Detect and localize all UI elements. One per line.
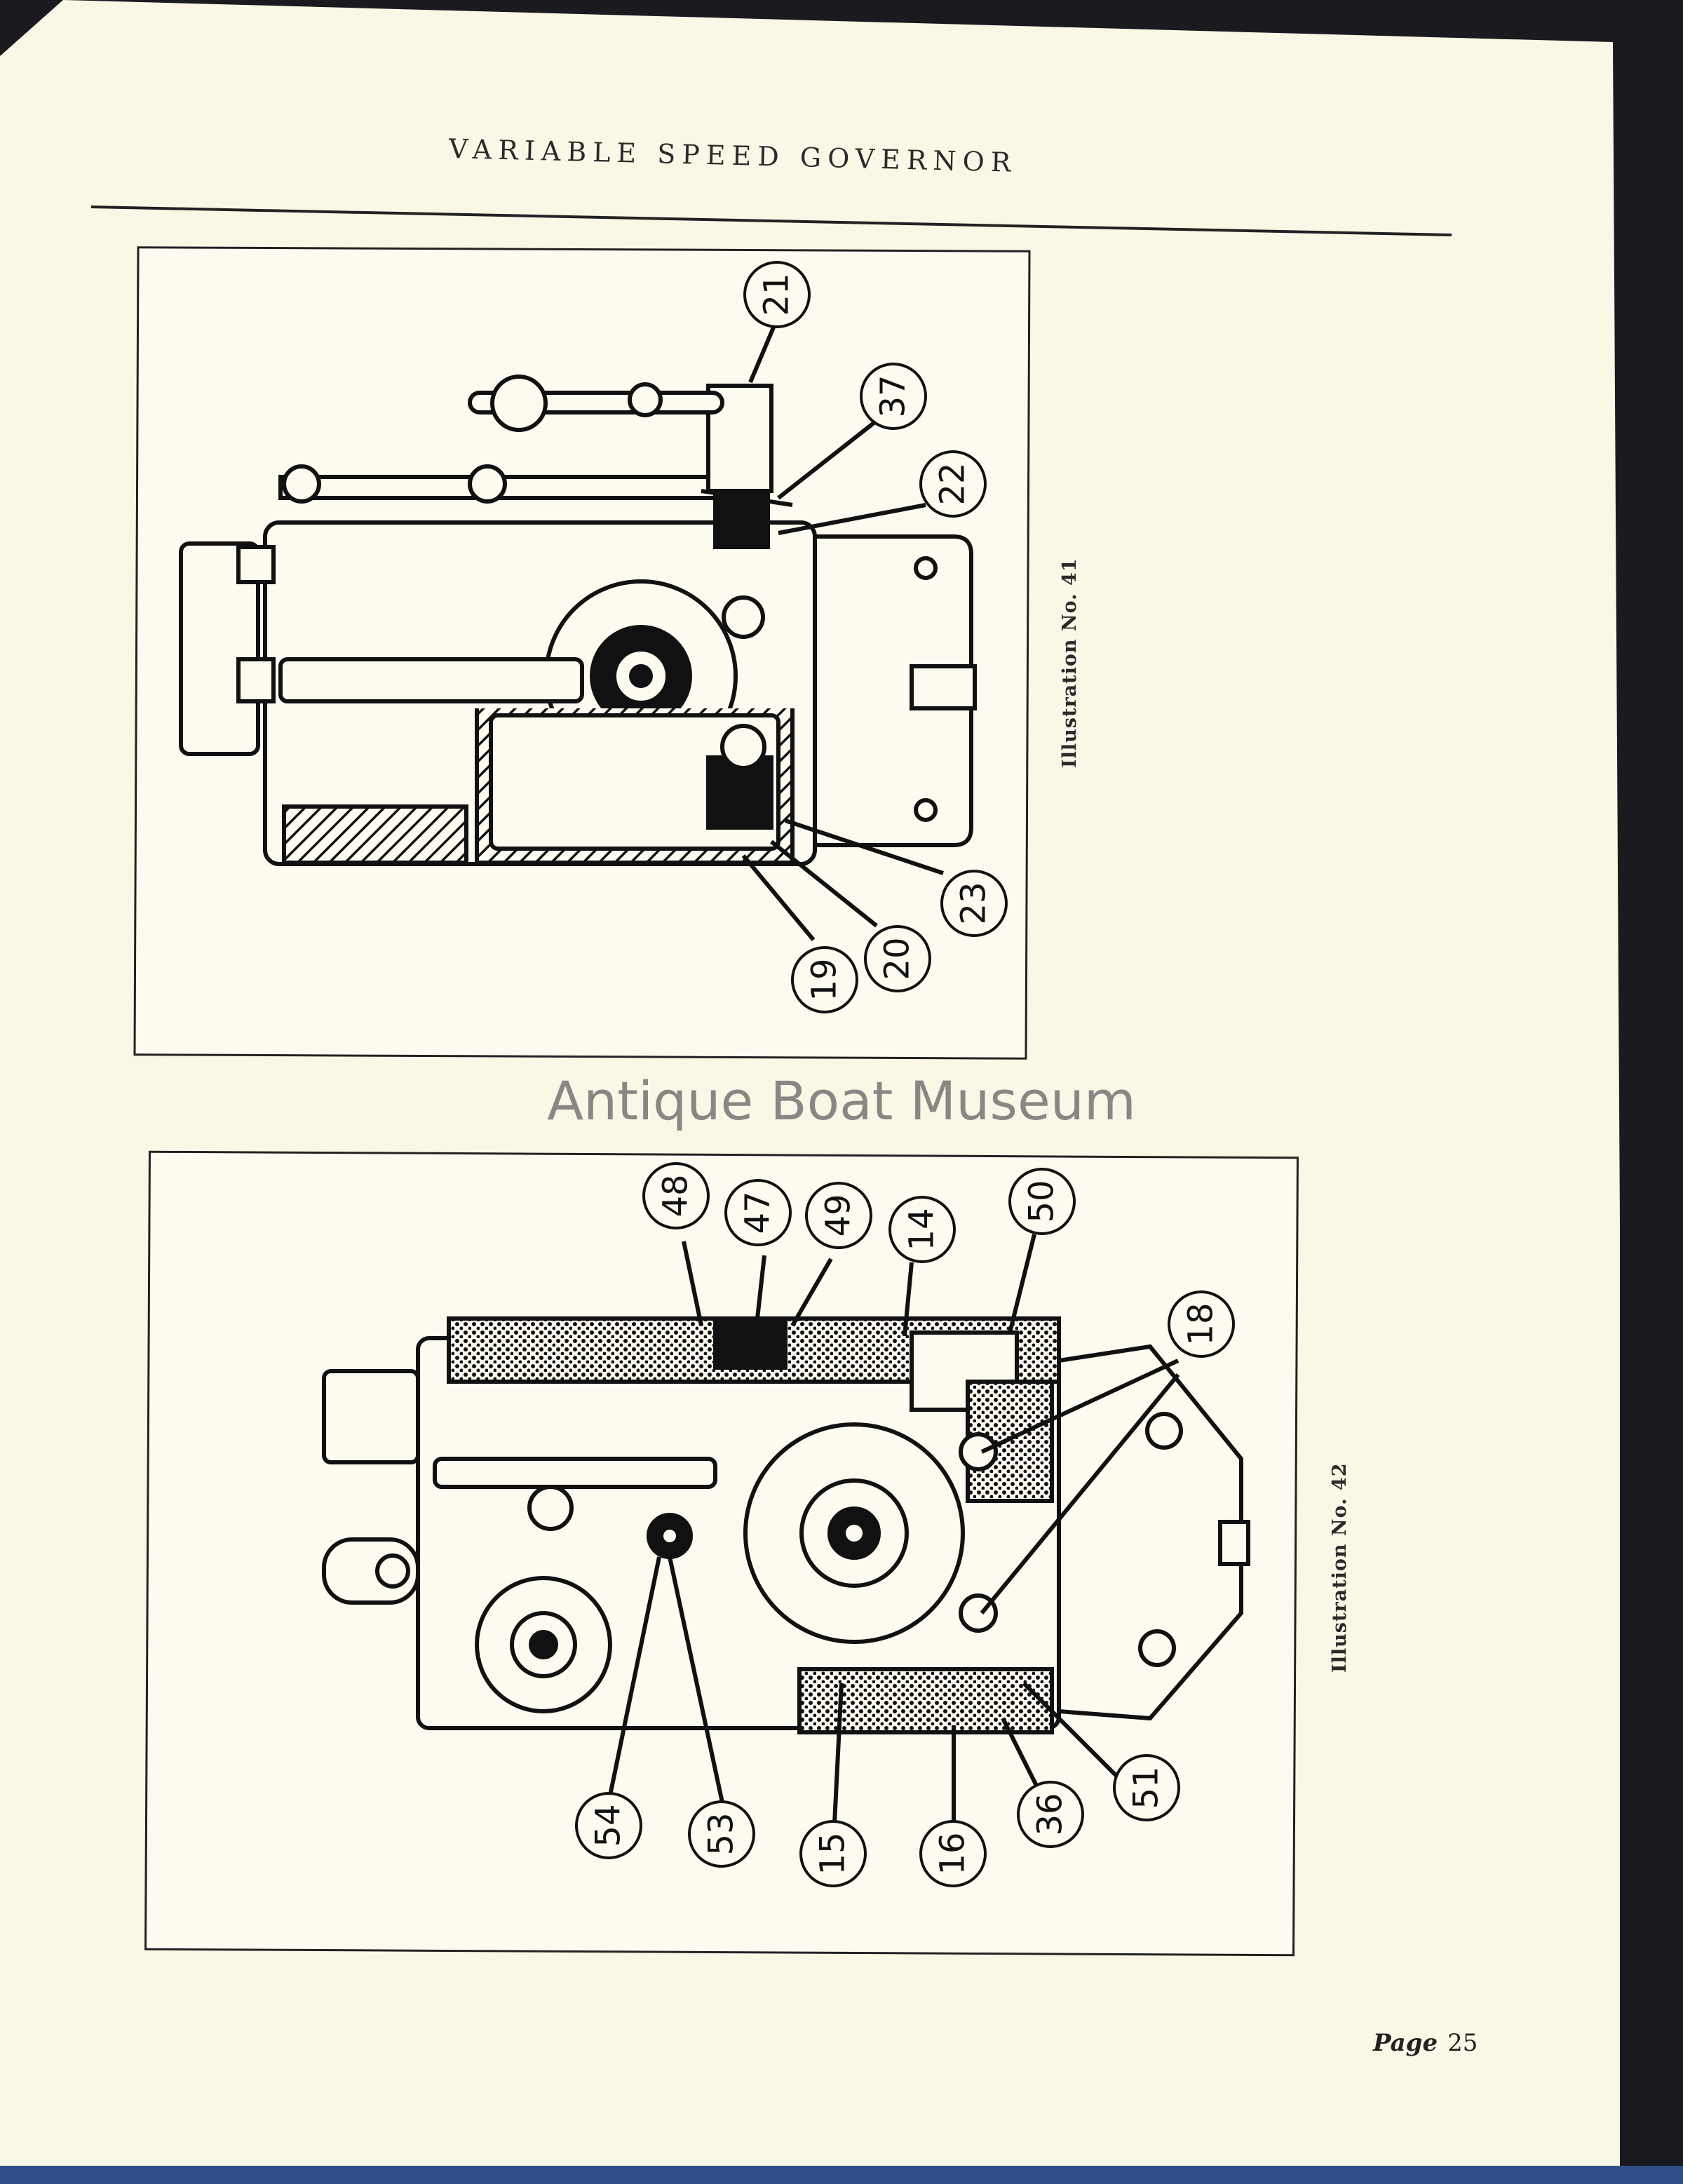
callout-label: 21 [757,273,797,316]
callout-18: 18 [1168,1290,1235,1358]
callout-15: 15 [799,1820,867,1887]
callout-47: 47 [724,1179,792,1246]
page-number: Page 25 [1373,2029,1478,2057]
callout-20: 20 [864,925,931,992]
callout-22: 22 [919,450,987,518]
callout-label: 19 [804,958,844,1002]
callout-label: 20 [877,937,917,980]
callout-label: 49 [818,1194,858,1237]
callout-label: 54 [588,1804,628,1847]
page-number-value: 25 [1447,2029,1478,2057]
governor-drawing-41 [179,318,977,941]
callout-53: 53 [688,1800,755,1868]
callout-19: 19 [791,946,858,1013]
callout-label: 37 [873,375,913,418]
callout-48: 48 [642,1162,710,1229]
callout-label: 14 [902,1208,942,1251]
callout-label: 18 [1181,1302,1221,1346]
callout-50: 50 [1008,1168,1076,1235]
callout-36: 36 [1017,1781,1084,1848]
header-rule [90,205,1452,236]
callout-51: 51 [1113,1754,1180,1821]
callout-label: 48 [656,1174,696,1218]
callout-label: 15 [813,1832,853,1875]
callout-23: 23 [940,870,1008,937]
callout-label: 23 [954,882,994,925]
callout-21: 21 [743,261,811,328]
callout-label: 47 [738,1191,778,1234]
callout-label: 50 [1022,1180,1062,1223]
callout-label: 51 [1126,1766,1166,1809]
page-label: Page [1373,2029,1438,2057]
callout-54: 54 [575,1792,642,1859]
book-cover-edge [0,2166,1683,2184]
governor-drawing-42 [322,1234,1250,1824]
callout-label: 36 [1030,1793,1070,1836]
illustration-41-caption: Illustration No. 41 [1059,558,1081,768]
callout-label: 53 [701,1812,741,1856]
callout-37: 37 [860,363,927,430]
callout-16: 16 [919,1820,987,1887]
watermark: Antique Boat Museum [547,1070,1136,1132]
illustration-42-caption: Illustration No. 42 [1329,1462,1351,1673]
callout-49: 49 [805,1182,872,1249]
callout-label: 22 [933,462,973,506]
callout-14: 14 [888,1196,956,1263]
callout-label: 16 [933,1832,973,1875]
